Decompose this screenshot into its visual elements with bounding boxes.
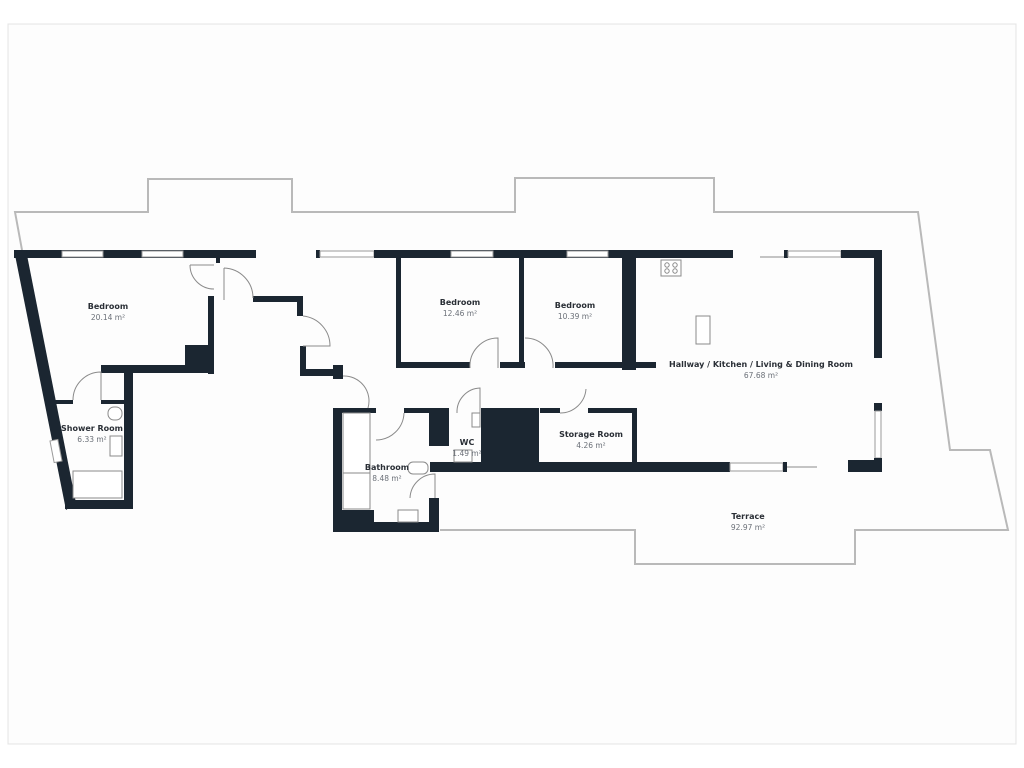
room-area: 12.46 m² xyxy=(442,309,478,318)
shower-icon xyxy=(342,472,371,510)
toilet-icon xyxy=(107,406,123,421)
bathtub-icon xyxy=(72,470,123,499)
toilet-icon xyxy=(407,461,429,475)
room-label-terrace: Terrace 92.97 m² xyxy=(731,512,765,532)
room-area: 10.39 m² xyxy=(557,312,593,321)
room-label-bathroom: Bathroom 8.48 m² xyxy=(365,463,409,483)
basin-icon xyxy=(397,509,419,523)
fixtures xyxy=(72,259,711,523)
room-area: 1.49 m² xyxy=(452,449,482,458)
room-name: Storage Room xyxy=(559,430,623,439)
room-label-bedroom-3: Bedroom 10.39 m² xyxy=(555,301,596,321)
room-area: 92.97 m² xyxy=(730,523,766,532)
walls xyxy=(14,250,882,532)
island-sink-icon xyxy=(695,315,711,345)
hob-icon xyxy=(660,259,682,277)
room-label-wc: WC 1.49 m² xyxy=(452,438,481,458)
room-name: Bathroom xyxy=(364,463,410,472)
room-area: 20.14 m² xyxy=(90,313,126,322)
toilet-icon xyxy=(453,449,473,463)
room-name: WC xyxy=(459,438,475,447)
room-area: 4.26 m² xyxy=(576,441,606,450)
room-name: Bedroom xyxy=(87,302,129,311)
terrace-outline xyxy=(13,177,1010,565)
room-area: 67.68 m² xyxy=(743,371,779,380)
room-name: Bedroom xyxy=(554,301,596,310)
room-label-bedroom-1: Bedroom 20.14 m² xyxy=(88,302,129,322)
room-area: 6.33 m² xyxy=(77,435,107,444)
room-label-storage-room: Storage Room 4.26 m² xyxy=(559,430,623,450)
room-name: Shower Room xyxy=(61,424,123,433)
room-label-living-area: Hallway / Kitchen / Living & Dining Room… xyxy=(669,360,853,380)
doors xyxy=(72,264,587,499)
room-name: Hallway / Kitchen / Living & Dining Room xyxy=(669,360,853,369)
room-name: Terrace xyxy=(731,512,765,521)
basin-icon xyxy=(109,435,123,457)
room-label-shower-room: Shower Room 6.33 m² xyxy=(61,424,123,444)
basin-icon xyxy=(471,412,481,428)
room-name: Bedroom xyxy=(439,298,481,307)
page-frame xyxy=(7,23,1017,745)
room-label-bedroom-2: Bedroom 12.46 m² xyxy=(440,298,481,318)
room-area: 8.48 m² xyxy=(372,474,402,483)
